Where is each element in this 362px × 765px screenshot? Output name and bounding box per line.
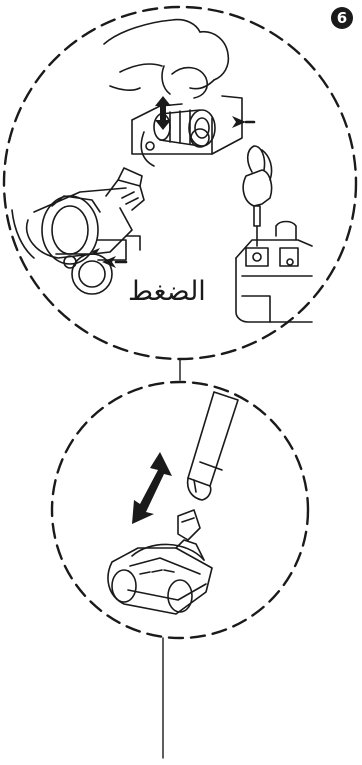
turbo-nozzle-illustration bbox=[108, 510, 212, 614]
nozzle-side-illustration bbox=[12, 168, 144, 294]
screwdriver-illustration bbox=[243, 146, 271, 246]
double-arrow-icon bbox=[132, 452, 172, 524]
press-arrow-right-icon bbox=[232, 116, 246, 128]
brush-housing-illustration bbox=[132, 96, 242, 154]
press-label: الضغط bbox=[128, 278, 206, 305]
wand-illustration bbox=[188, 392, 238, 500]
nozzle-body-right-illustration bbox=[236, 222, 312, 323]
hand-illustration bbox=[104, 20, 228, 166]
